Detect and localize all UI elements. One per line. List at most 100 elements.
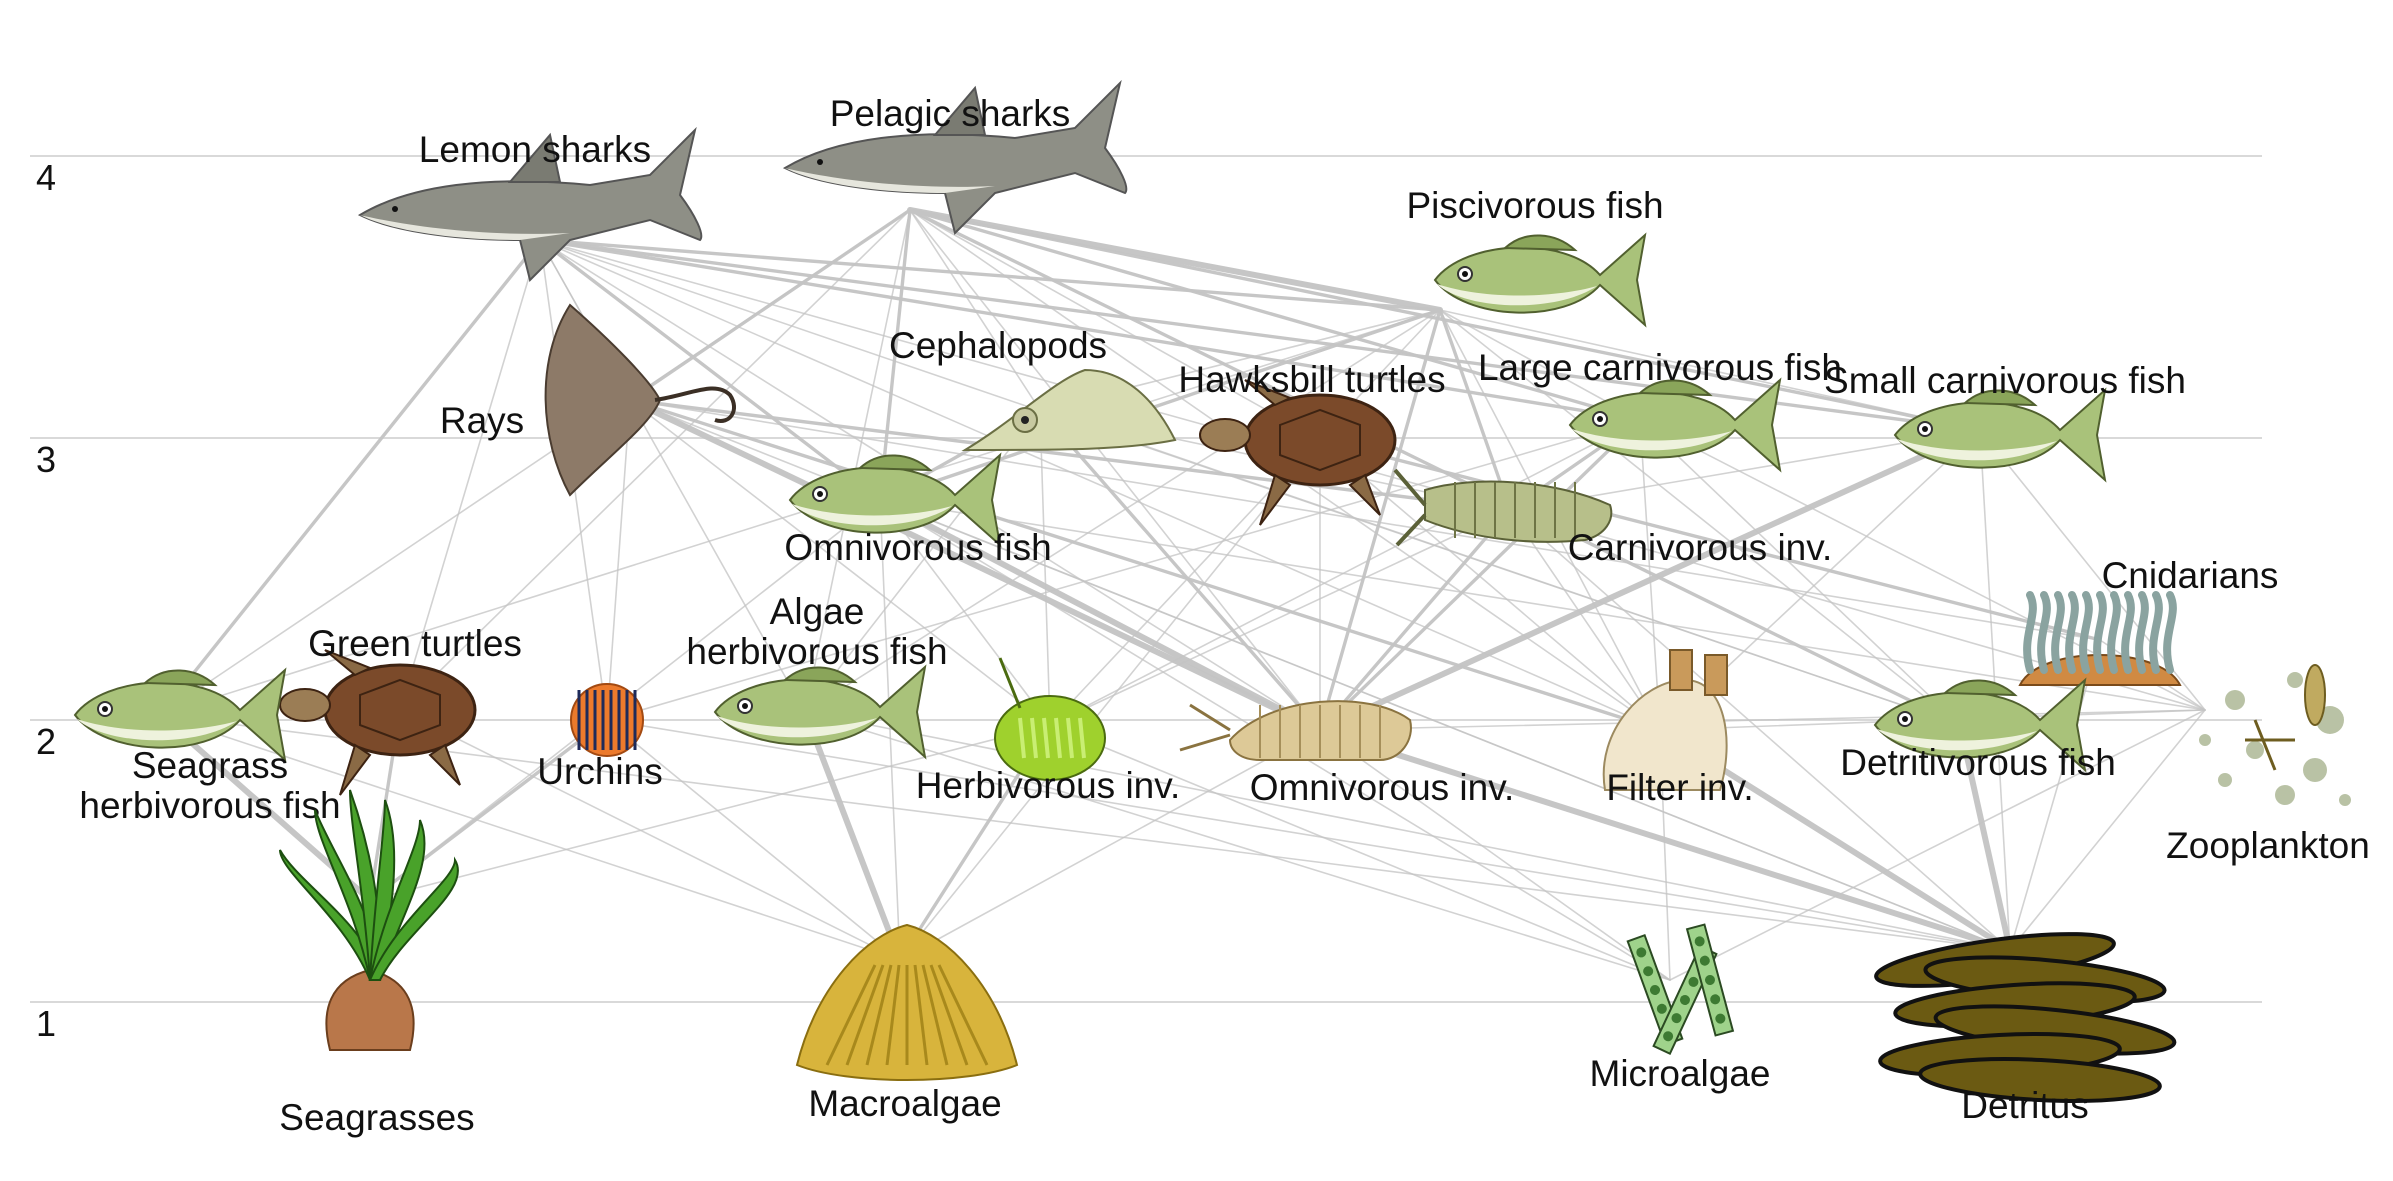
node-greent: Green turtles	[279, 623, 522, 796]
feeding-link-pisc-omniinv	[1318, 308, 1442, 732]
mantis-shrimp-icon	[1393, 468, 1613, 547]
node-label-greent: Green turtles	[308, 623, 522, 664]
feeding-link-lemon-largecarn	[538, 238, 1642, 422]
sea-slug-icon	[994, 657, 1106, 781]
feeding-links	[157, 207, 2206, 981]
node-label-urch: Urchins	[537, 751, 662, 792]
fish-icon	[73, 667, 287, 763]
node-rays: Rays	[440, 303, 736, 497]
feeding-link-zoo-micro	[1669, 709, 2206, 981]
feeding-link-herbinv-micro	[1049, 724, 1671, 981]
feeding-link-lemon-omnifish	[538, 238, 882, 502]
node-omnifish: Omnivorous fish	[784, 452, 1052, 568]
feeding-link-omnifish-omniinv	[877, 497, 1323, 733]
seagrass-icon	[279, 789, 459, 1051]
node-label-hawks: Hawksbill turtles	[1178, 359, 1445, 400]
feeding-link-lemon-filt	[539, 239, 1661, 731]
amphipod-icon	[1179, 700, 1412, 761]
feeding-link-omniinv-micro	[1319, 729, 1671, 981]
feeding-link-lemon-seafish	[158, 238, 542, 717]
feeding-link-pisc-smallcarn	[1439, 309, 1981, 431]
feeding-link-largecarn-omniinv	[1318, 418, 1642, 732]
feeding-link-pelagic-detfish	[908, 208, 1962, 727]
node-label-zoo: Zooplankton	[2166, 825, 2370, 866]
turtle-icon	[1199, 379, 1397, 526]
feeding-link-pisc-omnifish	[878, 308, 1442, 502]
macroalgae-icon	[795, 923, 1019, 1081]
feeding-link-urch-detr	[606, 719, 2011, 951]
node-label-detr: Detritus	[1961, 1085, 2088, 1126]
feeding-link-zoo-detr	[2009, 709, 2206, 951]
feeding-link-largecarn-detfish	[1639, 419, 1961, 726]
feeding-link-pelagic-hawks	[909, 209, 1321, 441]
feeding-link-omniinv-macro	[899, 729, 1321, 961]
feeding-link-omnifish-detr	[879, 499, 2011, 951]
shark-icon	[357, 126, 703, 282]
plankton-icon	[2199, 664, 2351, 806]
node-seagr: Seagrasses	[279, 789, 475, 1138]
feeding-link-algfish-macro	[802, 709, 903, 963]
feeding-link-rays-filt	[628, 398, 1662, 732]
feeding-link-ceph-herbinv	[1039, 409, 1051, 726]
shark-icon	[782, 79, 1128, 235]
node-label-omniinv: Omnivorous inv.	[1250, 767, 1515, 808]
feeding-link-algfish-micro	[804, 711, 1671, 981]
feeding-link-pelagic-omniinv	[909, 209, 1321, 731]
fish-icon	[1568, 377, 1782, 473]
node-largecarn: Large carnivorous fish	[1478, 347, 1842, 473]
node-label-pisc: Piscivorous fish	[1406, 185, 1663, 226]
feeding-link-pelagic-greent	[399, 209, 911, 711]
feeding-link-carninv-filt	[1509, 509, 1661, 731]
clam-icon	[1602, 649, 1728, 791]
level-label: 4	[36, 157, 56, 198]
node-herbinv: Herbivorous inv.	[916, 657, 1181, 806]
node-filt: Filter inv.	[1602, 649, 1754, 808]
feeding-link-cnid-detr	[2009, 639, 2101, 951]
feeding-link-rays-urch	[606, 399, 631, 721]
feeding-link-pisc-detfish	[1439, 309, 1961, 726]
feeding-link-ceph-omniinv	[1038, 408, 1322, 732]
level-label: 1	[36, 1003, 56, 1044]
fish-icon	[788, 452, 1002, 548]
node-macro: Macroalgae	[795, 923, 1019, 1124]
turtle-icon	[279, 649, 477, 796]
node-pelagic: Pelagic sharks	[782, 79, 1128, 235]
node-zoo: Zooplankton	[2166, 664, 2370, 866]
node-label-carninv: Carnivorous inv.	[1568, 527, 1833, 568]
node-label-lemon: Lemon sharks	[419, 129, 651, 170]
detritus-icon	[1874, 932, 2177, 1103]
node-carninv: Carnivorous inv.	[1393, 468, 1833, 568]
feeding-link-omnifish-herbinv	[879, 499, 1051, 726]
feeding-link-pelagic-largecarn	[908, 208, 1642, 422]
feeding-link-pelagic-omnifish	[878, 208, 912, 502]
urchin-icon	[570, 683, 644, 757]
node-cnid: Cnidarians	[2018, 555, 2278, 686]
feeding-link-rays-omniinv	[627, 397, 1323, 733]
feeding-link-largecarn-urch	[606, 419, 1641, 721]
node-pisc: Piscivorous fish	[1406, 185, 1664, 328]
stingray-icon	[544, 303, 736, 497]
node-label-herbinv: Herbivorous inv.	[916, 765, 1181, 806]
node-hawks: Hawksbill turtles	[1178, 359, 1446, 526]
feeding-link-hawks-filt	[1319, 439, 1661, 731]
feeding-link-urch-macro	[606, 719, 901, 961]
node-label-ceph: Cephalopods	[889, 325, 1107, 366]
feeding-link-pelagic-seafish	[159, 209, 911, 716]
node-label-rays: Rays	[440, 400, 524, 441]
node-ceph: Cephalopods	[889, 325, 1177, 452]
feeding-link-algfish-detr	[804, 711, 2011, 951]
feeding-link-hawks-cnid	[1318, 438, 2102, 642]
feeding-link-carninv-detr	[1509, 509, 2011, 951]
fish-icon	[713, 664, 927, 760]
feeding-link-pisc-carninv	[1438, 308, 1512, 512]
anemone-icon	[2018, 591, 2182, 686]
node-detfish: Detritivorous fish	[1840, 677, 2116, 783]
feeding-link-largecarn-herbinv	[1049, 419, 1641, 726]
node-label-macro: Macroalgae	[808, 1083, 1001, 1124]
feeding-link-detfish-detr	[1957, 722, 2013, 953]
feeding-link-lemon-pisc	[538, 238, 1442, 312]
level-label: 2	[36, 721, 56, 762]
